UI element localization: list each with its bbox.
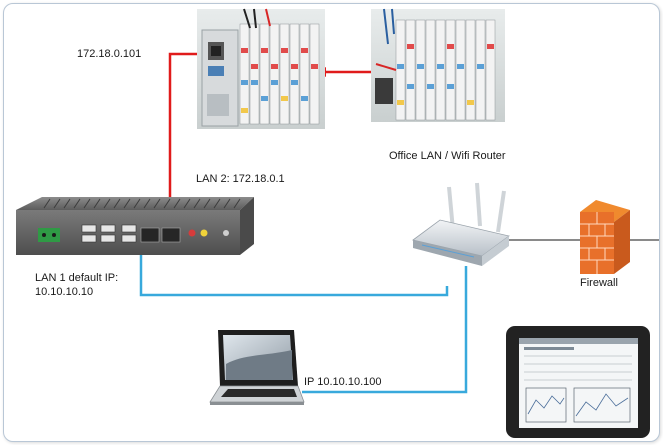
industrial-pc-icon <box>16 197 254 255</box>
firewall-label: Firewall <box>580 277 618 289</box>
laptop-ip-label: IP 10.10.10.100 <box>304 376 382 388</box>
lan1-label-line1: LAN 1 default IP: <box>35 272 119 284</box>
lan2-label: LAN 2: 172.18.0.1 <box>196 173 285 185</box>
plc-controller-photo <box>197 8 325 129</box>
plc-ip-label: 172.18.0.101 <box>77 48 142 60</box>
tablet-icon <box>506 326 650 438</box>
router-label: Office LAN / Wifi Router <box>389 150 506 162</box>
firewall-icon <box>580 200 630 274</box>
lan1-label-line2: 10.10.10.10 <box>35 286 94 298</box>
io-module-photo <box>371 8 505 122</box>
laptop-icon <box>209 330 305 405</box>
wifi-router-icon <box>412 182 510 266</box>
diagram-frame: 172.18.0.101 LAN 2: 172.18.0.1 Office LA… <box>3 3 660 442</box>
network-diagram <box>16 8 659 438</box>
lan1-cable <box>139 242 468 394</box>
